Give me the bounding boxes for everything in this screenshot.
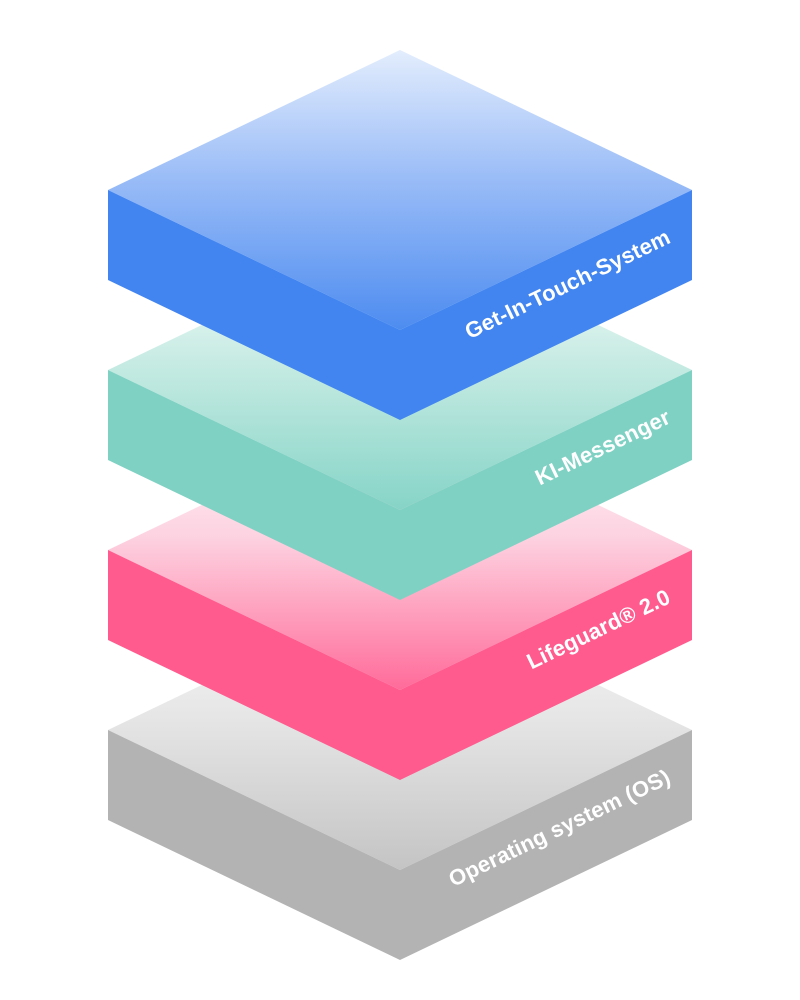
- layer-side-face: [108, 730, 692, 960]
- layer-side-face: [108, 190, 692, 420]
- layer-side-face: [108, 370, 692, 600]
- layer-get-in-touch-system: Get-In-Touch-System: [108, 50, 692, 420]
- layer-side-face: [108, 550, 692, 780]
